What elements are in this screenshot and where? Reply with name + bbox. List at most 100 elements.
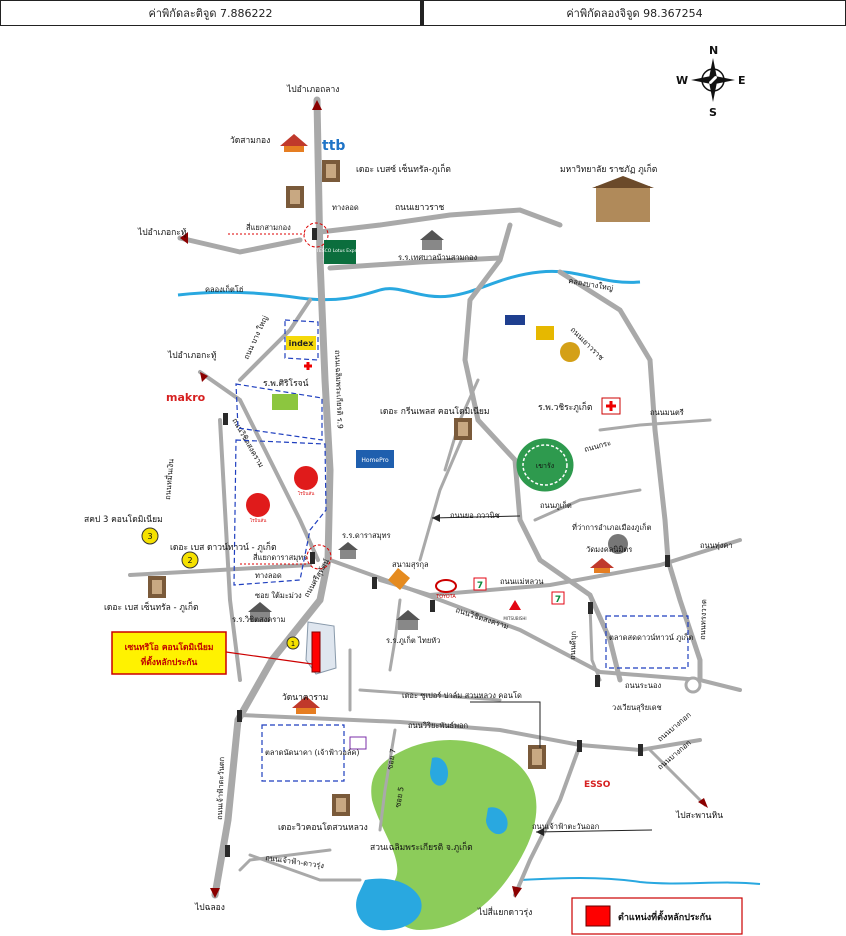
label-vachira: ร.พ.วชิระภูเก็ต (538, 401, 592, 413)
legend-swatch (585, 905, 611, 927)
label-university: มหาวิทยาลัย ราชภัฏ ภูเก็ต (560, 163, 657, 175)
arrow-chalong (210, 888, 220, 898)
label-thungkha: ถนนทุ่งคา (700, 541, 733, 550)
label-soi-7: ซอย 7 (385, 748, 398, 771)
label-the-base-central: เดอะ เบส เซ็นทรัล - ภูเก็ต (104, 601, 199, 613)
arrow-north (312, 100, 322, 110)
label-thaihua: ร.ร.ภูเก็ต ไทยหัว (386, 635, 440, 645)
building-icons (148, 134, 654, 816)
index-logo (286, 336, 316, 350)
label-wat-nakha: วัดนาคาราม (282, 693, 328, 703)
esso-logo: ESSO (584, 780, 611, 790)
seven-eleven-1 (473, 577, 487, 591)
label-condo3: สคป 3 คอนโดมิเนียม (84, 514, 163, 525)
svg-text:7: 7 (477, 581, 483, 591)
svg-text:MITSUBISHI: MITSUBISHI (503, 616, 526, 621)
label-the-green: เดอะ กรีนเพลส คอนโดมิเนียม (380, 406, 490, 417)
label-chaloem: ถนนเฉลิมพระเกียรติ ร.9 (333, 350, 345, 429)
subject-building (305, 621, 337, 675)
arrow-kathu (180, 232, 188, 244)
callout-line-1: เซนทริโอ คอนโดมิเนียม (125, 642, 214, 653)
ttb-logo: ttb (322, 138, 345, 154)
label-khao-rang: เขารัง (536, 462, 554, 470)
robinson-text-2: โรบินสัน (250, 517, 267, 524)
label-to-kathu2: ไปอำเภอกะทู้ (167, 350, 217, 361)
svg-text:1: 1 (291, 640, 295, 648)
homepro-logo-text: HomePro (361, 457, 389, 464)
label-to-thalang: ไปอำเภอถลาง (286, 84, 339, 95)
market-logo (349, 736, 367, 750)
label-to-sapanhin: ไปสะพานหิน (675, 810, 723, 821)
label-sirinat: ถนนวิริยะพันธ์พอก (408, 721, 468, 730)
label-soi-5: ซอย 5 (393, 786, 406, 809)
compass-w: W (676, 74, 688, 87)
callout-leader (225, 651, 313, 665)
label-samkong-under: ทางลอด (332, 203, 359, 212)
label-samkong-school: ร.ร.เทศบาลบ้านสามกอง (398, 253, 478, 262)
label-chaofa-west: ถนนเจ้าฟ้าตะวันตก (215, 757, 226, 820)
subject-marker (311, 631, 321, 673)
label-samkong: สี่แยกสามกอง (246, 222, 292, 232)
label-darasamut-under: ทางลอด (255, 571, 282, 580)
traffic-lights (223, 228, 670, 857)
label-khlong-kokaeo: คลองเก็ตโฮ่ (205, 284, 243, 294)
seven-eleven-2 (551, 591, 565, 605)
label-darasamut: สี่แยกดาราสมุทร (253, 552, 308, 562)
longitude-cell: ค่าพิกัดลองจิจูด 98.367254 (423, 0, 846, 26)
coordinate-bar: ค่าพิกัดละติจูด 7.886222 ค่าพิกัดลองจิจู… (0, 0, 846, 28)
latitude-cell: ค่าพิกัดละติจูด 7.886222 (0, 0, 423, 26)
label-montri: ถนนมนตรี (650, 408, 684, 417)
label-to-chalong: ไปฉลอง (194, 902, 225, 913)
hospital-cross-sirirot (304, 362, 312, 370)
label-ranong: ถนนระนอง (625, 681, 661, 690)
svg-text:3: 3 (147, 532, 152, 541)
compass-e: E (738, 74, 746, 87)
dashed-areas (233, 319, 689, 782)
suan-luang-park (371, 740, 537, 930)
label-darasamut-school: ร.ร.ดาราสมุทร (342, 531, 391, 540)
park-lake-2 (486, 807, 508, 835)
toyota-text: TOYOTA (435, 594, 456, 600)
marker-1 (286, 636, 300, 650)
label-kra: ถนนกระ (583, 438, 612, 454)
label-mae-luan: ถนนแม่หลวน (500, 577, 543, 586)
collateral-callout (111, 631, 227, 675)
label-soi-tonmak: ซอย ใต้มะม่วง (255, 591, 302, 600)
label-wichit2: ถนนวิชิตสงคราม (454, 605, 510, 631)
homepro-logo (356, 450, 394, 468)
bigc-logo (272, 394, 298, 410)
arrow-kathu2 (200, 372, 208, 382)
makro-logo: makro (166, 391, 206, 404)
label-wichit-school: ร.ร.วิชิตสงคราม (232, 615, 285, 624)
toyota-logo (435, 579, 457, 593)
arrow-sapanhin (698, 798, 708, 808)
junction-samkong (303, 222, 329, 248)
circle-surindet (684, 676, 702, 694)
label-city-hall: ที่ว่าการอำเภอเมืองภูเก็ต (572, 522, 652, 532)
tesco-logo-text: TESCO Lotus Express (315, 248, 364, 254)
label-to-kathu: ไปอำเภอกะทู้ (137, 227, 187, 238)
label-super-palm: เดอะ ซูเปอร์ ปาล์ม สวนหลวง คอนโด (402, 691, 522, 700)
canal-south (519, 877, 761, 885)
location-map: N S E W ไปอำเภอถลาง ไปอำเภอกะทู้ ไปอำเภอ… (84, 44, 761, 935)
surakul-stadium (388, 568, 410, 590)
marker-3 (141, 527, 159, 545)
label-circle: วงเวียนสุริยเดช (612, 703, 662, 712)
label-suan-luang: สวนเฉลิมพระเกียรติ จ.ภูเก็ต (370, 841, 473, 853)
svg-text:2: 2 (187, 556, 192, 565)
canal (177, 269, 641, 302)
label-muangngern: ถนนหมื่นเงิน (162, 458, 176, 500)
compass-n: N (709, 44, 718, 57)
tesco-logo (324, 240, 356, 264)
legend-label: ตำแหน่งที่ตั้งหลักประกัน (618, 910, 712, 923)
label-dibuk: ถนนดีบุก (568, 631, 578, 660)
robinson-logo-2 (246, 493, 270, 517)
park-lake-1 (430, 757, 449, 786)
label-laem-chong: ถนนยอ ภวานิช (450, 511, 500, 520)
label-market: ตลาดสดดาวน์ทาวน์ ภูเก็ต (609, 632, 693, 642)
index-logo-text: index (289, 339, 315, 348)
label-the-base-central-north: เดอะ เบสซ์ เซ็นทรัล-ภูเก็ต (356, 163, 451, 175)
label-songwat: ถนนทรงวาด (698, 599, 708, 640)
label-wat-samkong: วัดสามกอง (230, 136, 270, 146)
khao-rang-hill (516, 438, 574, 492)
